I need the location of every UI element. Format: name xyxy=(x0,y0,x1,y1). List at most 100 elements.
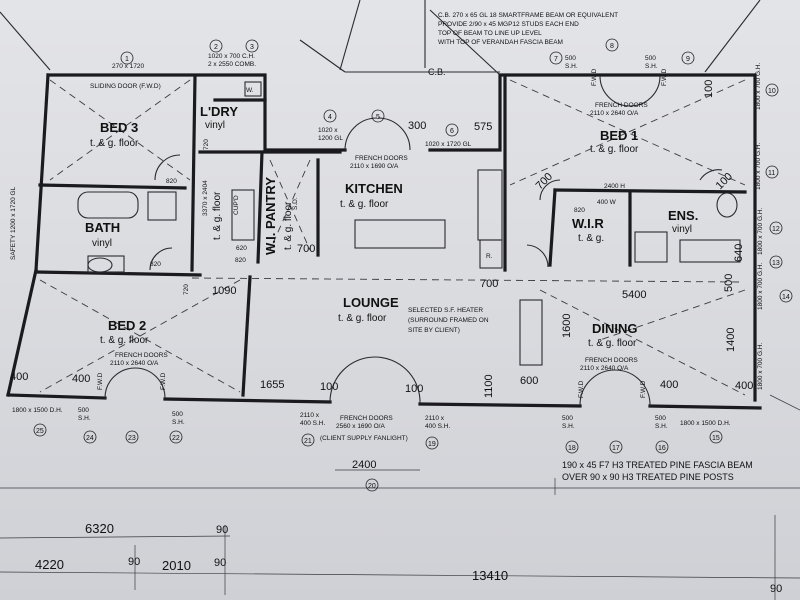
bubble-11 xyxy=(765,165,779,179)
cb-tag: C.B. xyxy=(428,67,446,77)
dim-90-d: 90 xyxy=(770,583,782,595)
window-12-size: 1800 x 700 G.H. xyxy=(757,207,764,255)
bubble-15 xyxy=(709,430,723,444)
window-16-size-b: S.H. xyxy=(655,423,668,430)
ldry-tub xyxy=(244,81,262,97)
bubble-10 xyxy=(765,83,779,97)
dim-5400: 5400 xyxy=(622,289,646,301)
floor-label-pantry: t. & g. floor xyxy=(283,201,294,250)
french-doors-dining-size: 2110 x 2640 O/A xyxy=(580,365,629,372)
french-doors-bed1-size: 2110 x 2640 O/A xyxy=(590,110,639,117)
fwd-label-bed1-left: F.W.D xyxy=(591,68,598,86)
floor-label-bed3: t. & g. floor xyxy=(90,138,139,149)
roof-lines xyxy=(0,0,761,76)
fascia-note-line2: OVER 90 x 90 H3 TREATED PINE POSTS xyxy=(562,472,734,482)
window-6-size: 1020 x 1720 GL xyxy=(425,141,472,148)
room-label-bed2: BED 2 xyxy=(108,318,146,333)
floor-label-lounge: t. & g. floor xyxy=(338,313,387,324)
window-9-size-b: S.H. xyxy=(645,63,658,70)
dim-600: 600 xyxy=(520,375,538,387)
dim-700-c: 700 xyxy=(534,171,555,192)
window-16-size-a: 500 xyxy=(655,415,666,422)
bubble-12-text: 12 xyxy=(772,226,780,233)
dim-575: 575 xyxy=(474,121,492,133)
window-21-size-b: 400 S.H. xyxy=(300,420,325,427)
tag-820-c: 820 xyxy=(235,257,246,264)
bubble-17-text: 17 xyxy=(612,445,620,452)
floor-label-ldry: vinyl xyxy=(205,120,225,131)
bubble-14-text: 14 xyxy=(782,294,790,301)
dim-100-d: 100 xyxy=(405,383,423,395)
kitchen-island xyxy=(354,219,446,249)
bubble-14 xyxy=(779,289,793,303)
small-tags: W. CUP'D 2400 H 400 W R. S.D. 820 720 62… xyxy=(150,87,625,295)
cb-note-line4: WITH TOP OF VERANDAH FASCIA BEAM xyxy=(438,39,563,46)
dim-100-c: 100 xyxy=(320,381,338,393)
bubble-9 xyxy=(681,51,695,65)
window-19-size-a: 2110 x xyxy=(425,415,445,422)
dim-90-a: 90 xyxy=(216,524,228,536)
bubble-21 xyxy=(301,433,315,447)
dim-4220: 4220 xyxy=(35,557,64,572)
dim-1400: 1400 xyxy=(725,328,737,352)
bubble-3 xyxy=(245,39,259,53)
bubble-18-text: 18 xyxy=(568,445,576,452)
bubble-19-text: 19 xyxy=(428,441,436,448)
floor-label-kitchen: t. & g. floor xyxy=(340,199,389,210)
shower xyxy=(147,191,177,221)
window-18-size-b: S.H. xyxy=(562,423,575,430)
dim-90-b: 90 xyxy=(128,556,140,568)
room-label-bath: BATH xyxy=(85,220,120,235)
bubble-2 xyxy=(209,39,223,53)
window-14-size: 1800 x 700 G.H. xyxy=(757,342,764,390)
bubble-15-text: 15 xyxy=(712,435,720,442)
window-4-size-a: 1020 x xyxy=(318,127,338,134)
tag-w: W. xyxy=(246,87,254,94)
bubble-1 xyxy=(120,51,134,65)
dim-90-c: 90 xyxy=(214,557,226,569)
dim-500: 500 xyxy=(723,274,735,292)
dim-100-b: 100 xyxy=(714,171,735,192)
bathtub xyxy=(77,191,139,219)
bubble-22 xyxy=(169,430,183,444)
room-label-bed3: BED 3 xyxy=(100,120,138,135)
room-label-bed1: BED 1 xyxy=(600,128,638,143)
bubble-16 xyxy=(655,440,669,454)
bubble-10-text: 10 xyxy=(768,88,776,95)
window-11-size: 1800 x 700 G.H. xyxy=(755,142,762,190)
dim-700-a: 700 xyxy=(297,243,315,255)
fwd-label-bed2-left: F.W.D xyxy=(97,372,104,390)
window-22-size-a: 500 xyxy=(172,411,183,418)
fascia-note-line1: 190 x 45 F7 H3 TREATED PINE FASCIA BEAM xyxy=(562,460,753,470)
bubble-4 xyxy=(323,109,337,123)
ens-vanity xyxy=(679,239,741,263)
bubble-11-text: 11 xyxy=(768,170,775,177)
bubble-3-text: 3 xyxy=(250,44,254,51)
floor-label-ens: vinyl xyxy=(672,224,692,235)
outer-walls xyxy=(6,73,762,410)
fwd-label-bed2-right: F.W.D xyxy=(160,372,167,390)
room-label-ens: ENS. xyxy=(668,208,698,223)
bubble-20 xyxy=(365,478,379,492)
french-doors-kitchen-label: FRENCH DOORS xyxy=(355,155,408,162)
bubble-4-text: 4 xyxy=(328,114,332,121)
dim-400-d: 400 xyxy=(735,380,753,392)
window-21-size-a: 2110 x xyxy=(300,412,320,419)
tag-400w: 400 W xyxy=(597,199,617,206)
bubble-20-text: 20 xyxy=(368,483,376,490)
fwd-label-bed1-right: F.W.D xyxy=(661,68,668,86)
bubble-7-text: 7 xyxy=(554,56,558,63)
vanity xyxy=(87,255,125,273)
dimensions: 300 575 700 700 700 1090 5400 1600 1400 … xyxy=(10,80,782,595)
window-22-size-b: S.H. xyxy=(172,419,185,426)
interior-walls xyxy=(35,74,747,397)
cb-note-line3: TOP OF BEAM TO LINE UP LEVEL xyxy=(438,30,542,37)
tag-hall-dim: 3370 x 2404 xyxy=(202,180,209,216)
bubble-6-text: 6 xyxy=(450,128,454,135)
french-doors-kitchen-size: 2110 x 1690 O/A xyxy=(350,163,399,170)
french-doors-bed2-label: FRENCH DOORS xyxy=(115,352,168,359)
bubble-9-text: 9 xyxy=(686,56,690,63)
tag-720-a: 720 xyxy=(203,139,210,150)
french-doors-bed2-size: 2110 x 2640 O/A xyxy=(110,360,159,367)
room-labels: BED 3 t. & g. floor BATH vinyl L'DRY vin… xyxy=(85,104,698,349)
